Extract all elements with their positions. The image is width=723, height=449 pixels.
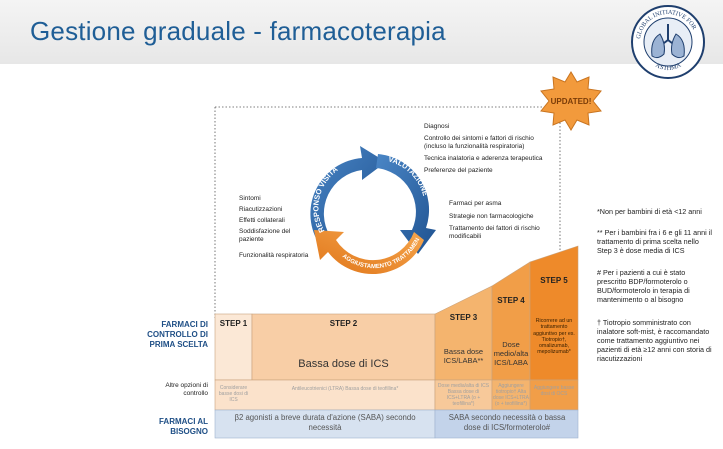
left-item: Riacutizzazioni: [239, 206, 283, 213]
arrow-response-visit: [310, 146, 386, 242]
top-item: Diagnosi: [424, 123, 450, 130]
step5-main: Ricorrere ad un trattamento aggiuntivo p…: [533, 318, 575, 356]
step4-label: STEP 4: [497, 296, 525, 305]
right-item: Farmaci per asma: [449, 200, 502, 207]
reliever-right: SABA secondo necessità o bassa dose di I…: [448, 413, 566, 432]
top-item: Tecnica inalatoria e aderenza terapeutic…: [424, 155, 543, 162]
footnote: *Non per bambini di età <12 anni: [597, 207, 702, 216]
top-item: Preferenze del paziente: [424, 167, 493, 174]
left-item: Sintomi: [239, 195, 261, 202]
step2-main: Bassa dose di ICS: [298, 358, 389, 370]
step4-main: Dose medio/alta ICS/LABA: [493, 340, 529, 367]
treatment-cycle: RESPONSO VISITA VALUTAZIONE AGGIUSTAMENT…: [300, 140, 436, 275]
footnote: ** Per i bambini fra i 6 e gli 11 anni i…: [597, 228, 712, 255]
step2-label: STEP 2: [329, 319, 358, 328]
step5-label: STEP 5: [540, 276, 568, 285]
svg-text:ASTHMA: ASTHMA: [654, 62, 682, 73]
right-item: Strategie non farmacologiche: [449, 213, 534, 220]
updated-badge-text: UPDATED!: [551, 97, 592, 106]
step3-other: Dose media/alta di ICS Bassa dose di ICS…: [437, 383, 490, 407]
arrow-assessment: [376, 154, 436, 254]
logo-text-bottom: ASTHMA: [654, 62, 682, 73]
updated-badge: UPDATED!: [540, 71, 602, 131]
row-label-reliever: FARMACI AL BISOGNO: [158, 417, 208, 436]
top-item: Controllo dei sintomi e fattori di risch…: [424, 135, 534, 150]
step1-label: STEP 1: [219, 319, 248, 328]
step3-main: Bassa dose ICS/LABA**: [443, 347, 484, 365]
row-label-other: Altre opzioni di controllo: [165, 382, 208, 397]
left-item: Funzionalità respiratoria: [239, 252, 309, 259]
gina-logo: GLOBAL INITIATIVE FOR ASTHMA: [631, 5, 705, 79]
reliever-left: β2 agonisti a breve durata d'azione (SAB…: [234, 413, 416, 432]
left-item: Soddisfazione del paziente: [239, 228, 291, 243]
arrow-adjustment: [314, 230, 424, 275]
header-bar: [0, 0, 723, 64]
step3-label: STEP 3: [449, 313, 478, 322]
footnote: † Tiotropio somministrato con inalatore …: [597, 318, 712, 363]
step4-other: Aggiungere tiotropio† Alta dose ICS+LTRA…: [493, 383, 529, 407]
step1-other: Considerare basse dosi di ICS: [218, 385, 249, 403]
step2-other: Antileucotrienici (LTRA) Bassa dose di t…: [291, 386, 399, 392]
footnote: # Per i pazienti a cui è stato prescritt…: [597, 268, 690, 304]
right-item: Trattamento dei fattori di rischio modif…: [449, 225, 540, 240]
page-title: Gestione graduale - farmacoterapia: [30, 16, 446, 46]
lungs-logo-icon: [651, 24, 685, 59]
step5-other: Aggiungere basse dosi di OCS: [533, 385, 575, 397]
row-label-controller: FARMACI DI CONTROLLO DI PRIMA SCELTA: [147, 320, 208, 349]
left-item: Effetti collaterali: [239, 217, 285, 224]
